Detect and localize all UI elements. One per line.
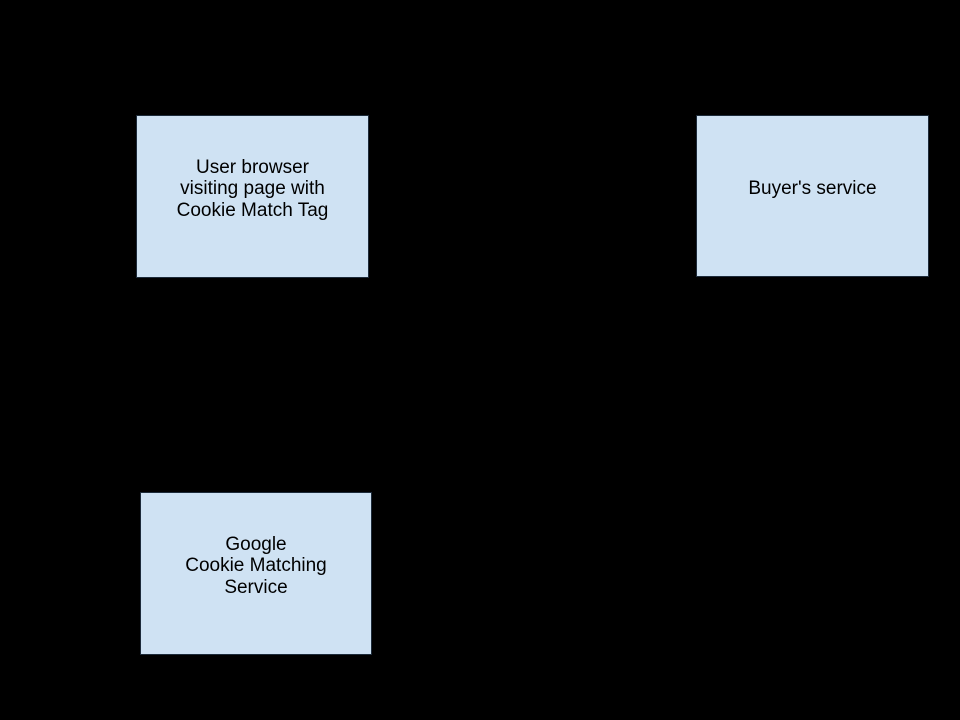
node-buyers-service: Buyer's service [696,115,929,277]
node-google-cookie-matching-service-label: Google Cookie Matching Service [185,533,327,598]
node-google-cookie-matching-service: Google Cookie Matching Service [140,492,372,655]
node-user-browser: User browser visiting page with Cookie M… [136,115,369,278]
node-buyers-service-label: Buyer's service [748,177,877,199]
node-user-browser-label: User browser visiting page with Cookie M… [176,156,329,221]
